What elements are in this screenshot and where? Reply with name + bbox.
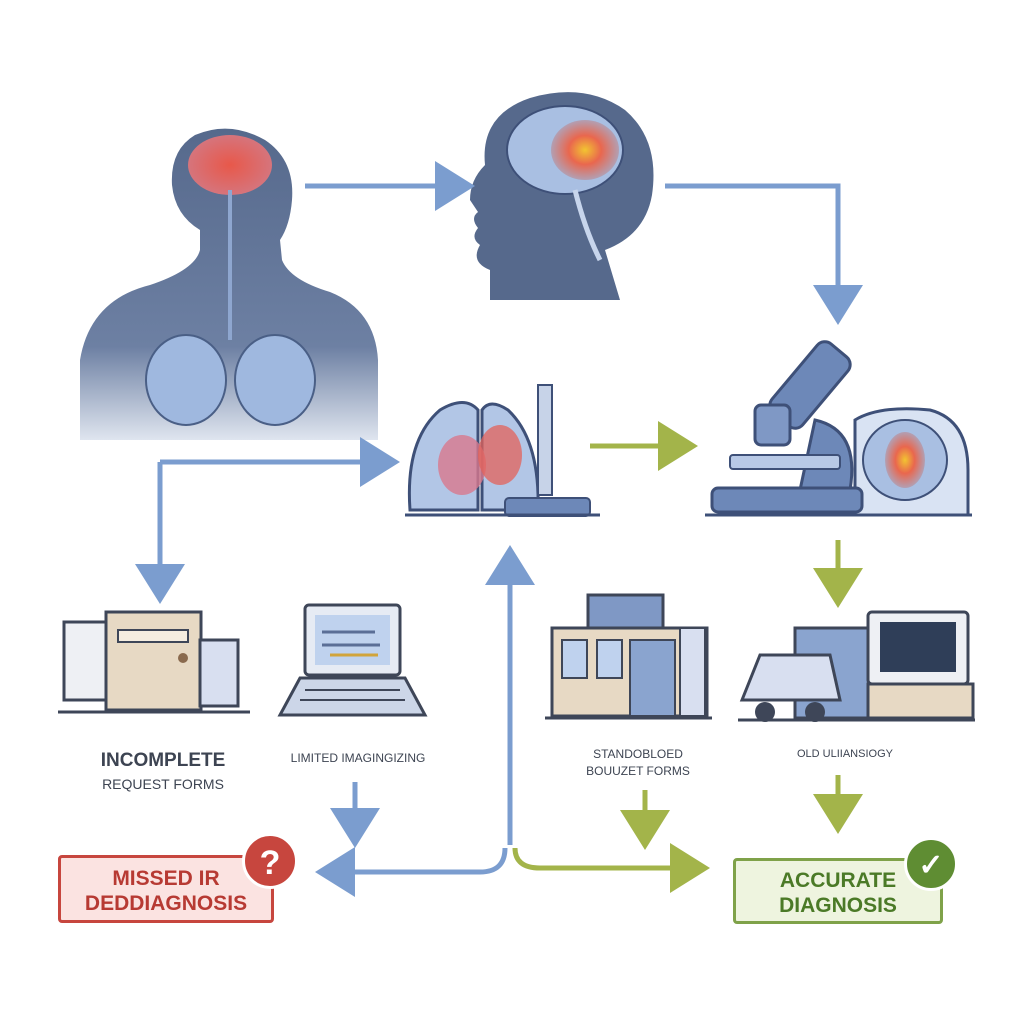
microscope-figure	[705, 340, 972, 517]
accurate-line2: DIAGNOSIS	[779, 894, 897, 917]
question-badge-icon: ?	[242, 833, 298, 889]
incomplete-label-line1: INCOMPLETE	[100, 750, 226, 771]
standardized-label-line2: BOUUZET FORMS	[586, 763, 690, 778]
brain-heatmap-icon	[551, 120, 619, 180]
standardized-label: STANDOBLOED BOUUZET FORMS	[548, 747, 728, 779]
standardized-label-line1: STANDOBLOED	[593, 747, 683, 761]
arrow-head-to-microscope	[665, 183, 863, 325]
patient-torso-figure	[80, 128, 378, 441]
arrow-to-accurate	[512, 843, 710, 893]
lung-left-icon	[145, 334, 227, 426]
lung-right-icon	[234, 334, 316, 426]
old-label: OLD ULIIANSIOGY	[797, 748, 893, 760]
checkmark-badge-icon: ✓	[904, 837, 958, 891]
limited-label: LIMITED IMAGINGIZING	[290, 751, 426, 765]
missed-line2: DEDDIAGNOSIS	[84, 892, 248, 915]
arrow-to-missed	[315, 847, 508, 897]
head-profile-figure	[470, 92, 654, 300]
brain-icon	[188, 135, 272, 195]
incomplete-label: INCOMPLETE REQUEST FORMS	[78, 750, 248, 792]
lungs-scan-figure	[405, 384, 600, 517]
accurate-line1: ACCURATE	[779, 869, 897, 892]
brain-sample-icon	[885, 432, 925, 488]
flow-arrows	[135, 161, 863, 897]
missed-diagnosis-box: MISSED IR DEDDIAGNOSIS	[58, 855, 274, 923]
office-machines-figure	[58, 610, 250, 714]
missed-line1: MISSED IR	[112, 867, 220, 890]
building-figure	[545, 593, 712, 720]
incomplete-label-line2: REQUEST FORMS	[102, 775, 224, 792]
laptop-figure	[277, 603, 428, 717]
truck-monitor-figure	[738, 610, 975, 722]
